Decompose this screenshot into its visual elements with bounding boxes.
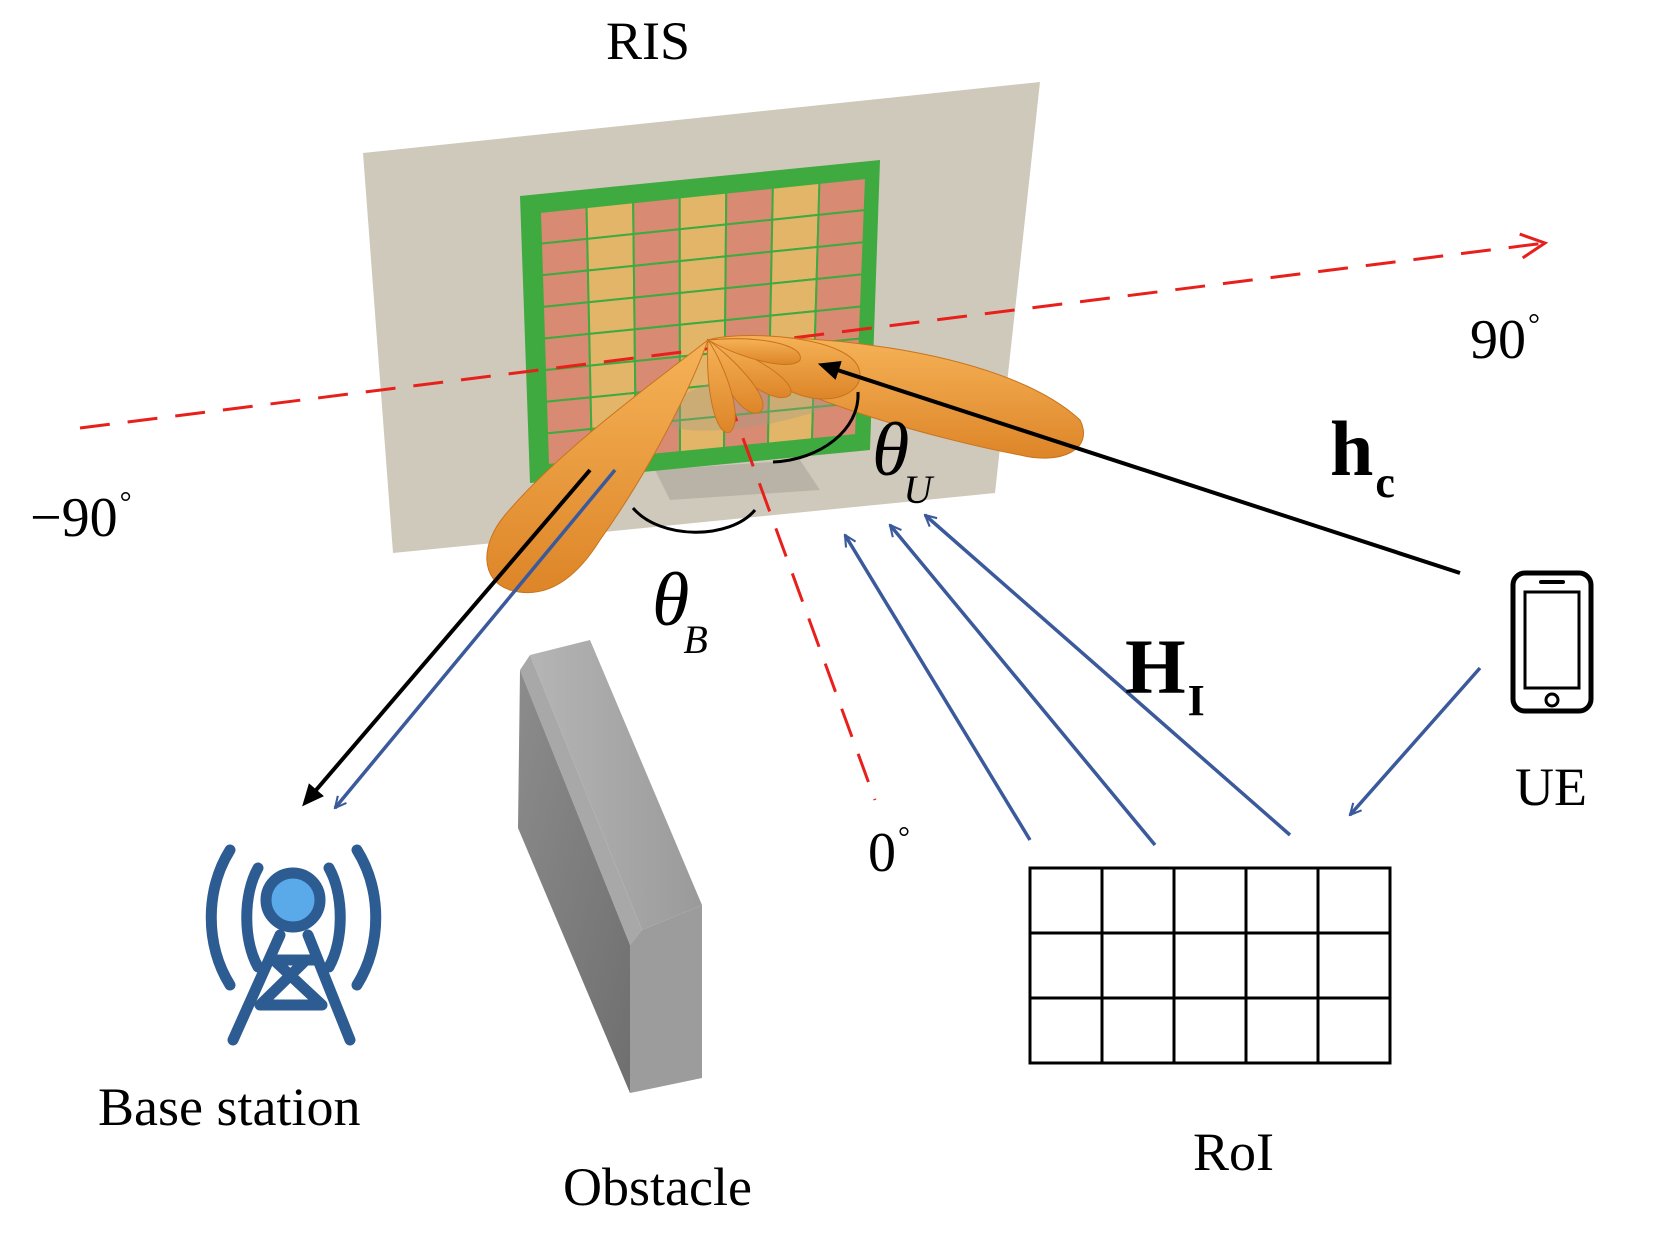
roi-cell	[1100, 866, 1176, 935]
roi-cell	[1244, 866, 1320, 935]
obstacle-label: Obstacle	[563, 1157, 752, 1217]
ris-element-cell	[678, 223, 728, 263]
roi-cell	[1100, 996, 1176, 1065]
ris-element-cell	[814, 273, 864, 313]
hc-channel-arrow	[817, 361, 1461, 575]
angle-axis-normal	[708, 347, 877, 801]
ris-element-cell	[633, 291, 681, 331]
ris-element-cell	[815, 241, 865, 281]
theta-b-subscript: B	[683, 617, 708, 662]
roi-cell	[1172, 866, 1248, 935]
angle-zero-value: 0	[868, 822, 896, 884]
hi-subscript: I	[1187, 676, 1205, 725]
ris-to-bs-arrow-blue	[335, 468, 617, 808]
angle-90-value: 90	[1470, 309, 1526, 371]
degree-symbol: °	[898, 821, 910, 854]
theta-symbol: θ	[872, 408, 910, 492]
ris-label: RIS	[606, 11, 691, 71]
angle-axis-horizontal	[79, 243, 1545, 430]
ris-element-cell	[771, 181, 821, 221]
roi-label: RoI	[1193, 1122, 1274, 1182]
hi-label: HI	[1125, 628, 1205, 723]
theta-b-label: θB	[652, 562, 714, 660]
obstacle-wall	[518, 640, 702, 1093]
angle-neg90-value: −90	[30, 487, 118, 549]
roi-cell	[1244, 996, 1320, 1065]
roi-grid	[1028, 866, 1392, 1065]
roi-cell	[1316, 866, 1392, 935]
ris-element-cell	[724, 186, 774, 226]
ris-element-cell	[544, 396, 593, 435]
ris-element-cell	[813, 305, 863, 345]
roi-cell	[1316, 931, 1392, 1000]
roi-cell	[1316, 996, 1392, 1065]
ris-element-cell	[540, 269, 590, 308]
ue-to-roi-arrow	[1350, 666, 1482, 815]
hc-subscript: c	[1375, 458, 1395, 507]
theta-u-label: θU	[872, 412, 938, 510]
ris-element-cell	[769, 277, 818, 317]
ris-element-cell	[770, 213, 820, 253]
theta-u-subscript: U	[903, 467, 933, 512]
ris-element-cell	[817, 176, 868, 217]
roi-cell	[1028, 996, 1104, 1065]
angle-label-neg90: −90°	[30, 487, 132, 549]
ris-element-cell	[678, 255, 727, 295]
ris-element-cell	[586, 264, 636, 304]
ris-element-cell	[543, 364, 592, 403]
ris-element-cell	[724, 250, 773, 290]
degree-symbol: °	[1528, 308, 1540, 341]
ris-element-cell	[816, 209, 866, 249]
roi-cell	[1028, 931, 1104, 1000]
hi-channel-arrow-1	[843, 535, 1032, 841]
ris-element-cell	[678, 287, 727, 326]
smartphone-icon	[1510, 570, 1594, 714]
ris-element-cell	[587, 296, 636, 336]
cell-tower-icon	[205, 844, 382, 1046]
roi-cell	[1172, 996, 1248, 1065]
ris-element-cell	[541, 301, 591, 340]
theta-symbol: θ	[652, 558, 690, 642]
angle-label-zero: 0°	[868, 822, 910, 884]
ris-element-cell	[632, 196, 681, 236]
roi-cell	[1244, 931, 1320, 1000]
hc-main: h	[1330, 405, 1374, 492]
hi-channel-arrow-3	[925, 515, 1292, 837]
base-station-label: Base station	[98, 1077, 361, 1137]
ris-element-cell	[539, 237, 589, 277]
roi-cell	[1028, 866, 1104, 935]
ris-element-cell	[586, 232, 635, 272]
degree-symbol: °	[119, 486, 132, 519]
ris-shadow	[655, 460, 820, 500]
hc-label: hc	[1330, 410, 1395, 505]
theta-b-arc	[631, 507, 757, 534]
roi-cell	[1100, 931, 1176, 1000]
ris-element-cell	[678, 191, 728, 231]
ris-element-cell	[724, 218, 774, 258]
ris-element-cell	[770, 245, 819, 285]
ris-element-cell	[632, 228, 681, 267]
ris-element-cell	[588, 360, 637, 399]
hi-main: H	[1125, 623, 1186, 710]
ris-element-cell	[585, 201, 635, 240]
ris-to-bs-arrow-black	[302, 468, 592, 807]
ris-element-cell	[724, 282, 773, 322]
roi-cell	[1172, 931, 1248, 1000]
ris-element-cell	[632, 259, 681, 299]
theta-u-arc	[772, 391, 860, 464]
angle-label-90: 90°	[1470, 309, 1540, 371]
beam-pattern	[486, 335, 1084, 594]
ris-element-cell	[538, 206, 589, 245]
ue-label: UE	[1515, 757, 1587, 817]
hi-channel-arrow-2	[890, 525, 1157, 847]
